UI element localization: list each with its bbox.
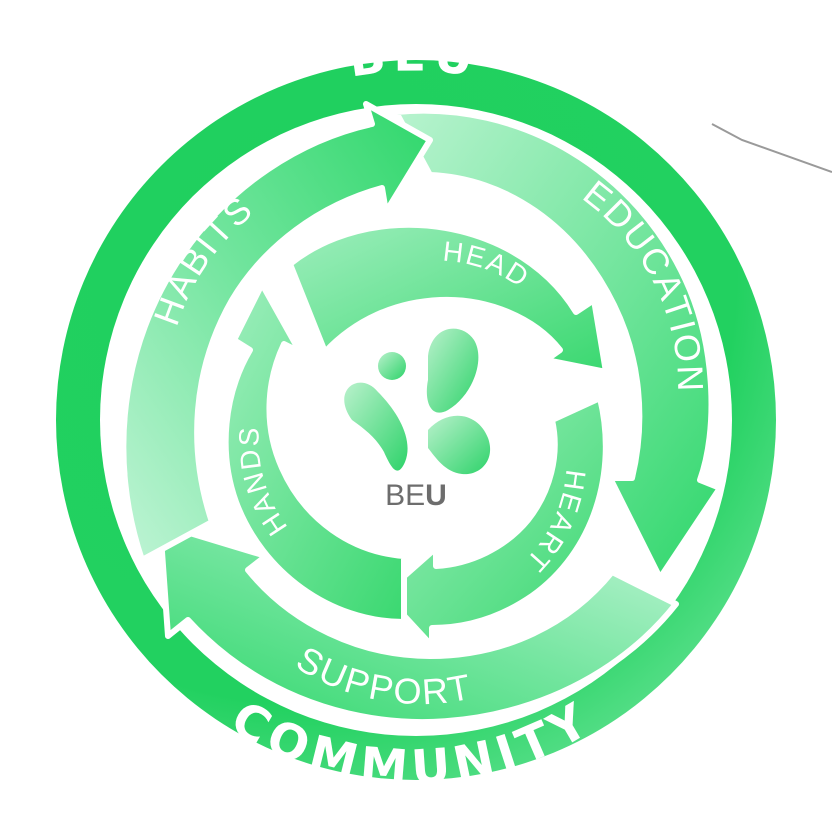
logo-left-leaf: [344, 382, 408, 471]
middle-arrow-habits: [120, 101, 433, 563]
beu-logo: BEU: [344, 328, 491, 512]
inner-cycle: [208, 208, 624, 649]
middle-arrow-education: [393, 107, 723, 581]
inner-arrow-hands: [222, 281, 407, 625]
outer-ring-top-label: BEU: [345, 26, 483, 88]
logo-text-light: BE: [385, 479, 425, 512]
inner-arrow-head: [287, 221, 609, 375]
logo-text: BEU: [385, 479, 447, 512]
inner-arrow-heart: [381, 395, 609, 649]
middle-arrow-support: [157, 521, 679, 726]
logo-right-upper-leaf: [426, 328, 479, 413]
logo-right-lower-leaf: [428, 415, 491, 475]
pointer-line: [711, 123, 832, 173]
middle-cycle: [120, 101, 723, 726]
logo-text-bold: U: [425, 479, 447, 512]
logo-small-dot: [378, 352, 406, 380]
